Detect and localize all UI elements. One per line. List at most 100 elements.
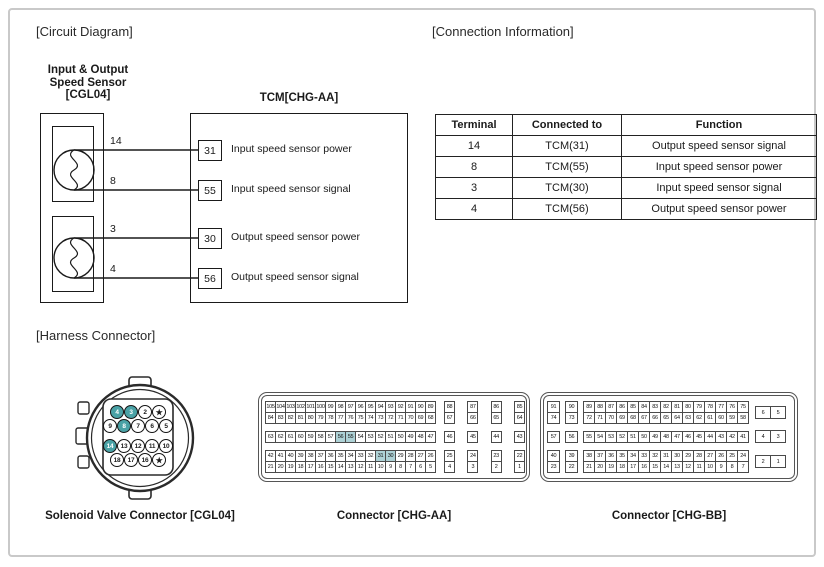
table-cell: 4 [435, 198, 513, 220]
pin-cell: 56 [565, 431, 578, 443]
chg-aa-inner-border [261, 395, 527, 479]
chg-bb-connector-label: Connector [CHG-BB] [611, 510, 727, 522]
pin-cell: 3 [467, 461, 479, 473]
connector-pin: 17 [124, 453, 138, 467]
circuit-section-title: [Circuit Diagram] [36, 24, 133, 39]
sensor-pin-number: 4 [110, 263, 116, 275]
connector-pin: 8 [117, 419, 131, 433]
connector-pin: 11 [145, 439, 159, 453]
connector-pin: 16 [138, 453, 152, 467]
pin-cell: 45 [467, 431, 479, 443]
connector-pin: 5 [159, 419, 173, 433]
chg-aa-connector-label: Connector [CHG-AA] [336, 510, 452, 522]
pin-cell: 23 [547, 461, 560, 473]
tcm-pin-box: 31 [198, 140, 222, 161]
pin-cell: 66 [467, 412, 479, 424]
tcm-pin-box: 30 [198, 228, 222, 249]
pin-cell: 1 [770, 455, 786, 468]
sensor-connector-box [40, 113, 104, 303]
table-header-function: Function [621, 114, 817, 136]
page-border [8, 8, 816, 557]
tcm-pin-function: Input speed sensor signal [231, 183, 351, 195]
table-cell: TCM(56) [512, 198, 622, 220]
table-cell: Input speed sensor signal [621, 177, 817, 199]
table-cell: 14 [435, 135, 513, 157]
connection-section-title: [Connection Information] [432, 24, 574, 39]
connector-pin: 14 [103, 439, 117, 453]
pin-cell: 3 [770, 430, 786, 443]
tcm-title: TCM[CHG-AA] [259, 92, 339, 104]
pin-cell: 44 [490, 431, 502, 443]
pin-cell: 58 [737, 412, 749, 424]
pin-cell: 53 [605, 431, 617, 443]
connector-pin: 7 [131, 419, 145, 433]
pin-cell: 68 [425, 412, 436, 424]
pin-block-spaced: 67 66 65 64 [444, 412, 525, 424]
pin-cell: 91 [547, 401, 560, 413]
pin-cell: 64 [513, 412, 525, 424]
sensor-pin-number: 8 [110, 175, 116, 187]
sensor-pin-number: 14 [110, 135, 122, 147]
pin-cell: 64 [671, 412, 683, 424]
pin-cell: 15 [649, 461, 661, 473]
pin-cell: 46 [682, 431, 694, 443]
connector-tab-left [77, 401, 90, 415]
pin-cell: 2 [490, 461, 502, 473]
table-header-connected-to: Connected to [512, 114, 622, 136]
pin-cell: 43 [513, 431, 525, 443]
pin-cell: 2 [755, 455, 771, 468]
output-sensor-box [52, 216, 94, 292]
pin-cell: 22 [565, 461, 578, 473]
table-cell: 3 [435, 177, 513, 199]
sensor-label-line2: Speed Sensor [49, 76, 127, 89]
pin-cell: 67 [444, 412, 455, 424]
table-header-row: Terminal Connected to Function [435, 114, 817, 136]
pin-cell: 5 [770, 406, 786, 419]
pin-cell: 48 [660, 431, 672, 443]
pin-cell: 6 [755, 406, 771, 419]
connector-pin: 12 [131, 439, 145, 453]
round-connector-body [75, 376, 195, 500]
tcm-pin-function: Output speed sensor power [231, 231, 360, 243]
wire-lines [74, 149, 199, 279]
pin-cell: 60 [715, 412, 727, 424]
pin-cell: 45 [693, 431, 705, 443]
pin-cell: 57 [547, 431, 560, 443]
table-cell: Input speed sensor power [621, 156, 817, 178]
sensor-label-line3: [CGL04] [65, 89, 111, 101]
connector-pin: ★ [152, 453, 166, 467]
pin-cell: 75 [737, 401, 749, 413]
tcm-pin-function: Output speed sensor signal [231, 271, 359, 283]
connector-pin: ★ [152, 405, 166, 419]
connector-inner-ring [90, 388, 190, 488]
pin-cell: 65 [490, 412, 502, 424]
input-sensor-box [52, 126, 94, 202]
connector-pin: 2 [138, 405, 152, 419]
connector-pin: 3 [124, 405, 138, 419]
table-cell: TCM(30) [512, 177, 622, 199]
pin-cell: 73 [565, 412, 578, 424]
connector-pin: 18 [110, 453, 124, 467]
table-cell: 8 [435, 156, 513, 178]
table-cell: TCM(55) [512, 156, 622, 178]
tcm-pin-function: Input speed sensor power [231, 143, 352, 155]
pin-cell: 41 [737, 431, 749, 443]
pin-cell: 47 [425, 431, 436, 443]
chg-bb-inner-border [543, 395, 795, 479]
